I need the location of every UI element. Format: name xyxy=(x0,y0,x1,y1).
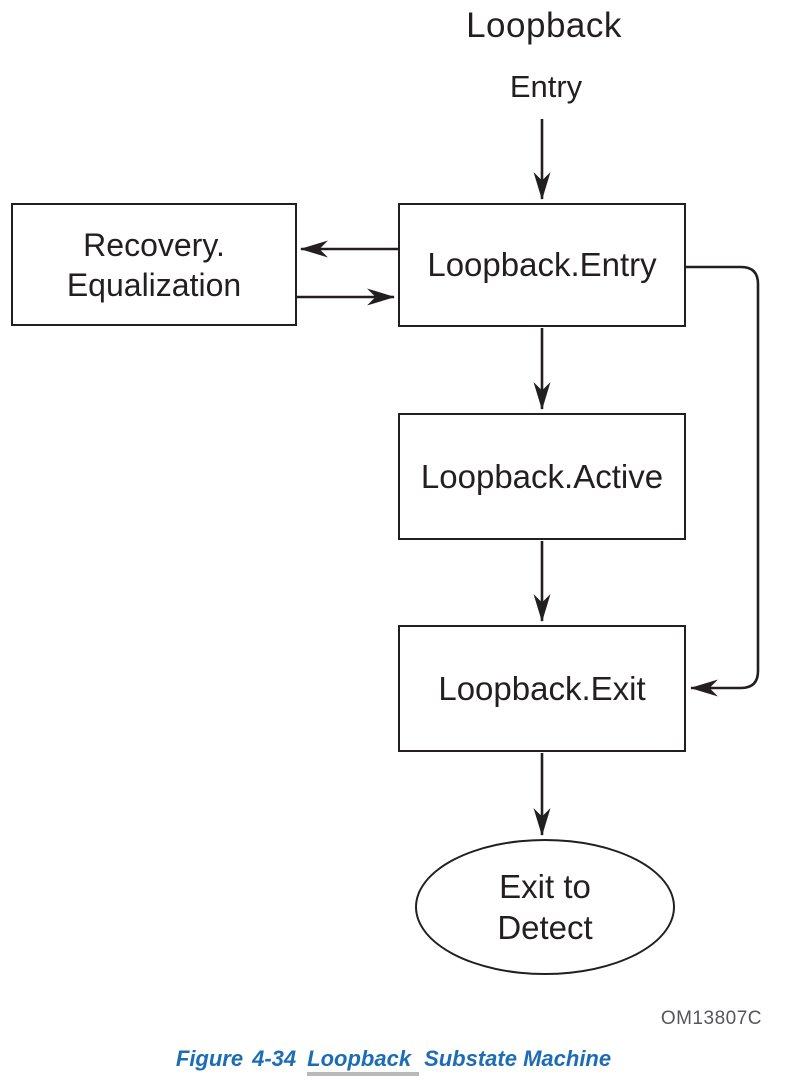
state-box-loopback-exit: Loopback.Exit xyxy=(398,625,686,752)
state-label: Loopback.Entry xyxy=(427,246,657,284)
caption-rest-text: Substate Machine xyxy=(424,1046,612,1071)
diagram-title: Loopback xyxy=(466,6,622,45)
figure-caption: Figure 4-34 Loopback Substate Machine xyxy=(0,1046,787,1076)
state-label: Exit to Detect xyxy=(497,867,593,946)
arrow-loopback-entry-to-loopback-exit-feedback xyxy=(686,265,760,697)
figure-part-number: OM13807C xyxy=(660,1008,762,1029)
state-ellipse-exit-to-detect: Exit to Detect xyxy=(415,839,675,975)
caption-link-loopback[interactable]: Loopback xyxy=(307,1046,420,1076)
caption-figure-word: Figure xyxy=(175,1046,244,1071)
entry-label: Entry xyxy=(509,69,583,104)
caption-figure-number: 4-34 xyxy=(252,1046,297,1071)
state-label: Loopback.Exit xyxy=(438,669,646,707)
state-box-loopback-entry: Loopback.Entry xyxy=(398,203,686,327)
state-box-recovery-equalization: Recovery. Equalization xyxy=(11,203,297,326)
state-label: Recovery. Equalization xyxy=(66,226,242,303)
state-label: Loopback.Active xyxy=(420,457,664,495)
state-box-loopback-active: Loopback.Active xyxy=(398,413,686,540)
